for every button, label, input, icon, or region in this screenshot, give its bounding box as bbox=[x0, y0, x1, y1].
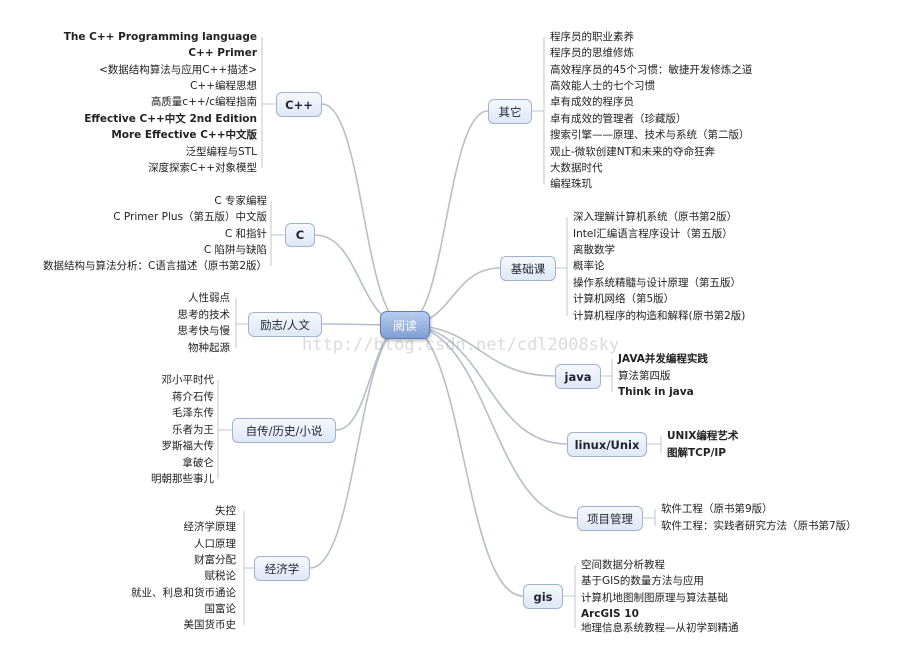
leaf-bio-4: 乐者为王 bbox=[172, 424, 214, 436]
leaf-cpp-3: <数据结构算法与应用C++描述> bbox=[98, 64, 257, 76]
leaf-other-9: 大数据时代 bbox=[550, 162, 603, 174]
item-bracket bbox=[270, 201, 285, 266]
branch-node-java[interactable]: java bbox=[555, 364, 601, 389]
leaf-java-1: JAVA并发编程实践 bbox=[618, 353, 708, 365]
leaf-pm-2: 软件工程：实践者研究方法（原书第7版） bbox=[661, 520, 857, 532]
leaf-bio-7: 明朝那些事儿 bbox=[151, 473, 214, 485]
leaf-econ-4: 财富分配 bbox=[194, 554, 236, 566]
leaf-econ-7: 国富论 bbox=[204, 603, 237, 615]
leaf-cpp-8: 泛型编程与STL bbox=[185, 146, 257, 158]
item-bracket bbox=[643, 509, 656, 526]
leaf-fund-4: 概率论 bbox=[573, 260, 605, 272]
item-bracket bbox=[647, 436, 662, 453]
branch-node-cpp[interactable]: C++ bbox=[276, 92, 322, 117]
branch-node-biography[interactable]: 自传/历史/小说 bbox=[232, 418, 336, 443]
leaf-fund-7: 计算机程序的构造和解释(原书第2版) bbox=[573, 310, 746, 322]
leaf-c-4: C 陷阱与缺陷 bbox=[203, 244, 267, 256]
leaf-cpp-7: More Effective C++中文版 bbox=[111, 129, 257, 141]
item-bracket bbox=[563, 565, 576, 628]
item-bracket bbox=[261, 37, 276, 168]
leaf-insp-1: 人性弱点 bbox=[188, 292, 230, 304]
leaf-econ-5: 赋税论 bbox=[204, 570, 237, 582]
leaf-fund-5: 操作系统精髓与设计原理（第五版） bbox=[573, 277, 741, 289]
leaf-other-8: 观止-微软创建NT和未来的夺命狂奔 bbox=[550, 146, 716, 158]
leaf-gis-2: 基于GIS的数量方法与应用 bbox=[581, 575, 704, 587]
leaf-other-4: 高效能人士的七个习惯 bbox=[550, 80, 655, 92]
leaf-fund-3: 离散数学 bbox=[573, 244, 615, 256]
leaf-c-2: C Primer Plus（第五版）中文版 bbox=[113, 211, 267, 223]
leaf-fund-6: 计算机网络（第5版） bbox=[573, 293, 675, 305]
leaf-insp-3: 思考快与慢 bbox=[177, 325, 231, 337]
leaf-econ-3: 人口原理 bbox=[194, 538, 236, 550]
leaf-cpp-9: 深度探索C++对象模型 bbox=[148, 162, 257, 174]
leaf-bio-2: 蒋介石传 bbox=[172, 391, 214, 403]
leaf-other-7: 搜索引擎——原理、技术与系统（第二版） bbox=[550, 129, 750, 141]
leaf-linux-2: 图解TCP/IP bbox=[667, 447, 727, 459]
leaf-other-5: 卓有成效的程序员 bbox=[550, 96, 634, 108]
item-bracket bbox=[532, 37, 545, 184]
branch-node-project-mgmt[interactable]: 项目管理 bbox=[577, 506, 643, 531]
branch-connector bbox=[321, 103, 406, 326]
item-bracket bbox=[235, 298, 248, 348]
branch-node-inspiration[interactable]: 励志/人文 bbox=[248, 312, 322, 337]
leaf-other-1: 程序员的职业素养 bbox=[550, 31, 634, 43]
center-node[interactable]: 阅读 bbox=[380, 311, 430, 339]
leaf-econ-8: 美国货币史 bbox=[183, 619, 237, 631]
branch-node-c[interactable]: C bbox=[285, 223, 315, 247]
watermark: http://blog.csdn.net/cdl2008sky bbox=[302, 335, 620, 355]
leaf-cpp-5: 高质量c++/c编程指南 bbox=[150, 96, 257, 108]
item-bracket bbox=[601, 359, 613, 392]
leaf-insp-2: 思考的技术 bbox=[177, 309, 231, 321]
branch-node-others[interactable]: 其它 bbox=[488, 99, 532, 124]
leaf-bio-1: 邓小平时代 bbox=[161, 374, 215, 386]
branch-connector bbox=[309, 324, 406, 569]
leaf-insp-4: 物种起源 bbox=[188, 342, 230, 354]
leaf-other-2: 程序员的思维修炼 bbox=[550, 47, 634, 59]
leaf-bio-6: 拿破仑 bbox=[182, 457, 215, 469]
leaf-econ-6: 就业、利息和货币通论 bbox=[131, 587, 236, 599]
branch-node-economics[interactable]: 经济学 bbox=[254, 556, 310, 581]
item-bracket bbox=[217, 380, 232, 479]
leaf-other-3: 高效程序员的45个习惯：敏捷开发修炼之道 bbox=[550, 64, 753, 76]
branch-connector bbox=[404, 324, 578, 519]
leaf-cpp-2: C++ Primer bbox=[188, 47, 257, 59]
item-bracket bbox=[243, 511, 254, 625]
branch-connector bbox=[404, 324, 524, 597]
leaf-cpp-6: Effective C++中文 2nd Edition bbox=[84, 113, 257, 125]
leaf-econ-2: 经济学原理 bbox=[183, 521, 237, 533]
item-bracket bbox=[556, 217, 568, 316]
leaf-java-2: 算法第四版 bbox=[618, 370, 671, 382]
leaf-pm-1: 软件工程（原书第9版） bbox=[661, 503, 773, 515]
leaf-other-6: 卓有成效的管理者（珍藏版） bbox=[550, 113, 687, 125]
leaf-cpp-1: The C++ Programming language bbox=[63, 31, 257, 43]
branch-node-fundamentals[interactable]: 基础课 bbox=[500, 256, 556, 281]
leaf-bio-3: 毛泽东传 bbox=[172, 407, 214, 419]
leaf-cpp-4: C++编程思想 bbox=[190, 80, 257, 92]
leaf-gis-4: ArcGIS 10 bbox=[581, 608, 639, 620]
leaf-c-1: C 专家编程 bbox=[214, 195, 267, 207]
leaf-gis-5: 地理信息系统教程—从初学到精通 bbox=[581, 622, 739, 634]
leaf-java-3: Think in java bbox=[618, 386, 694, 398]
leaf-linux-1: UNIX编程艺术 bbox=[667, 430, 739, 442]
leaf-gis-1: 空间数据分析教程 bbox=[581, 559, 665, 571]
branch-node-gis[interactable]: gis bbox=[523, 584, 563, 609]
leaf-fund-1: 深入理解计算机系统（原书第2版） bbox=[573, 211, 738, 223]
leaf-econ-1: 失控 bbox=[215, 505, 236, 517]
leaf-c-5: 数据结构与算法分析：C语言描述（原书第2版） bbox=[42, 260, 267, 272]
leaf-other-10: 编程珠玑 bbox=[550, 178, 592, 190]
branch-connector bbox=[404, 110, 489, 326]
leaf-gis-3: 计算机地图制图原理与算法基础 bbox=[581, 592, 728, 604]
branch-node-linux[interactable]: linux/Unix bbox=[567, 432, 647, 457]
leaf-fund-2: Intel汇编语言程序设计（第五版） bbox=[573, 228, 733, 240]
leaf-c-3: C 和指针 bbox=[224, 228, 267, 240]
branch-connector bbox=[404, 324, 568, 445]
leaf-bio-5: 罗斯福大传 bbox=[161, 440, 215, 452]
